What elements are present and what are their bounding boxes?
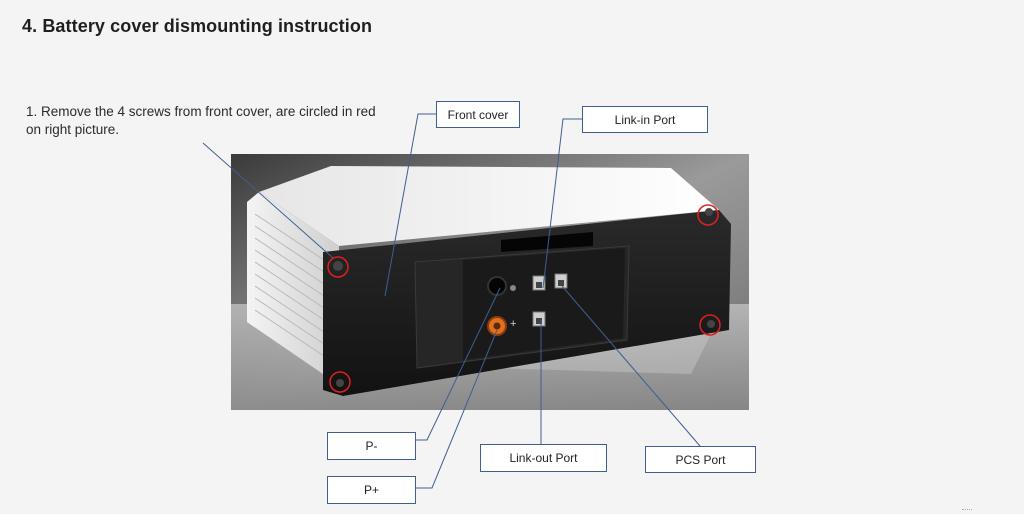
callout-p-minus: P- (327, 432, 416, 460)
callout-front-cover: Front cover (436, 101, 520, 128)
battery-photo: + (231, 154, 749, 410)
callout-p-plus: P+ (327, 476, 416, 504)
callout-link-out-port: Link-out Port (480, 444, 607, 472)
p-minus-terminal (487, 276, 507, 296)
device-top-face (259, 166, 719, 246)
plus-sign: + (510, 318, 516, 330)
section-heading: 4. Battery cover dismounting instruction (22, 16, 373, 36)
callout-pcs-port: PCS Port (645, 446, 756, 473)
callout-link-in-port: Link-in Port (582, 106, 708, 133)
instruction-step-1: 1. Remove the 4 screws from front cover,… (26, 104, 376, 137)
page-edge-mark (962, 509, 972, 511)
